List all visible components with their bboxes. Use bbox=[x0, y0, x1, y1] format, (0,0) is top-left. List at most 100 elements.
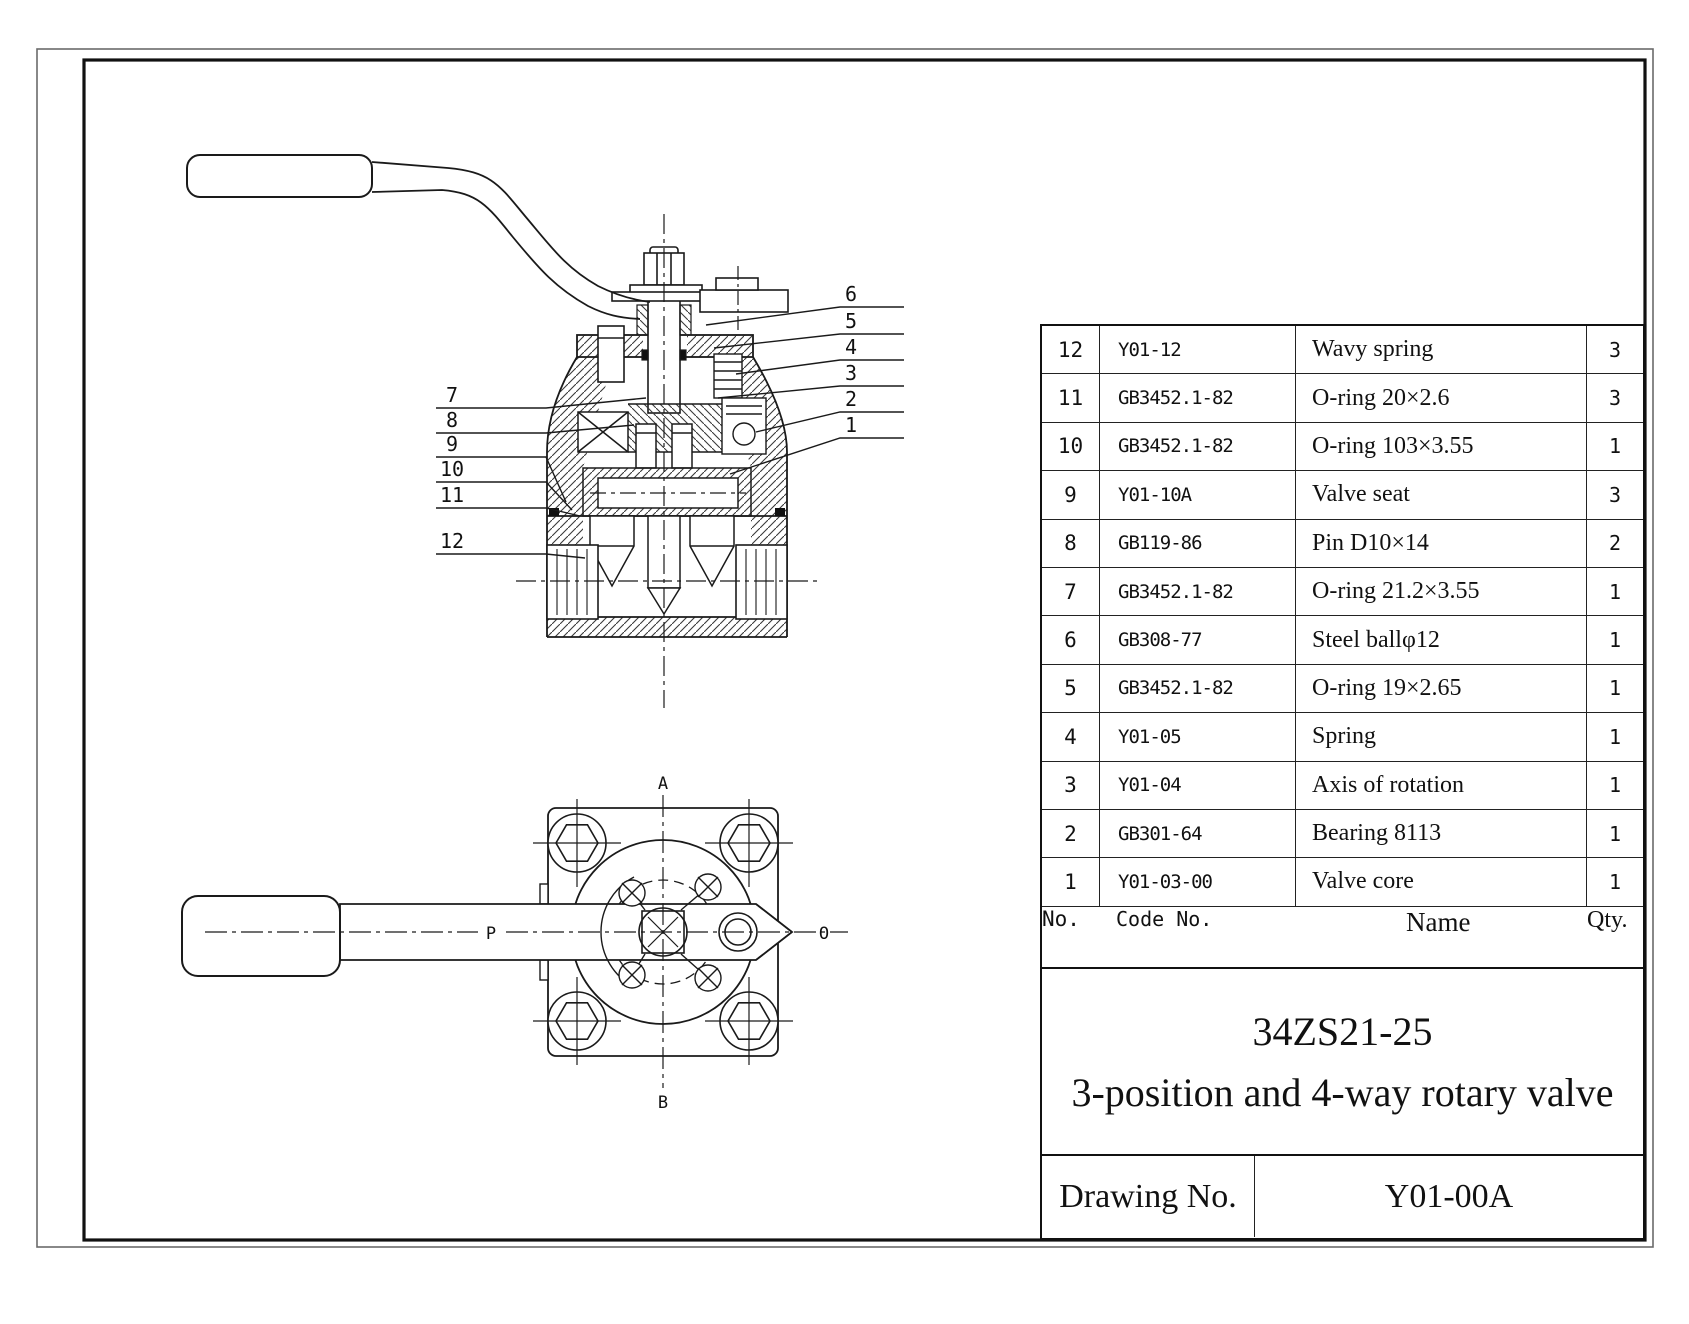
part-no: 11 bbox=[1042, 374, 1100, 423]
drawing-no-label: Drawing No. bbox=[1042, 1156, 1255, 1237]
parts-header-row: No. Code No. Name Qty. bbox=[1042, 907, 1643, 969]
drawing-number-row: Drawing No. Y01-00A bbox=[1042, 1156, 1643, 1237]
part-name: Steel ballφ12 bbox=[1296, 616, 1587, 665]
callout: 6 bbox=[705, 282, 904, 326]
part-qty: 1 bbox=[1587, 665, 1643, 714]
part-no: 9 bbox=[1042, 471, 1100, 520]
callout: 10 bbox=[436, 457, 573, 511]
part-no: 5 bbox=[1042, 664, 1100, 714]
port-label-p: P bbox=[486, 924, 496, 944]
part-name: Axis of rotation bbox=[1296, 761, 1587, 810]
part-code: GB308-77 bbox=[1100, 616, 1296, 665]
part-qty: 1 bbox=[1587, 762, 1643, 810]
flange-tab-top bbox=[539, 883, 549, 905]
part-no: 6 bbox=[1042, 616, 1100, 665]
bonnet-bolt bbox=[597, 325, 625, 383]
port-label-a: A bbox=[658, 774, 668, 794]
handle-lever bbox=[371, 161, 651, 320]
part-no: 8 bbox=[1042, 519, 1100, 568]
callout-label: 8 bbox=[446, 408, 458, 432]
part-code: GB119-86 bbox=[1100, 519, 1296, 568]
handle-grip-plan bbox=[181, 895, 341, 977]
plan-view: A B P O bbox=[181, 774, 848, 1113]
port-label-b: B bbox=[658, 1093, 668, 1113]
oring-seal-left bbox=[549, 508, 559, 516]
callouts-right: 6 5 4 3 2 1 bbox=[705, 282, 904, 475]
callout: 3 bbox=[717, 361, 904, 399]
parts-table: 12 Y01-12 Wavy spring 3 11 GB3452.1-82 O… bbox=[1040, 324, 1645, 1240]
valve-title: 3-position and 4-way rotary valve bbox=[1071, 1069, 1614, 1115]
part-qty: 3 bbox=[1587, 471, 1643, 520]
part-no: 7 bbox=[1042, 567, 1100, 617]
callout-label: 5 bbox=[845, 309, 857, 333]
drawing-no-value: Y01-00A bbox=[1384, 1177, 1514, 1215]
part-name: Spring bbox=[1296, 713, 1587, 762]
part-code: GB3452.1-82 bbox=[1100, 567, 1296, 617]
callout-label: 6 bbox=[845, 282, 857, 306]
callout-label: 4 bbox=[845, 335, 857, 359]
part-qty: 1 bbox=[1587, 423, 1643, 472]
part-code: GB3452.1-82 bbox=[1100, 422, 1296, 472]
handle-rotation-arc bbox=[600, 876, 635, 988]
part-qty: 1 bbox=[1587, 713, 1643, 762]
callout-label: 10 bbox=[440, 457, 464, 481]
callout: 5 bbox=[713, 309, 904, 349]
page-border-outer bbox=[36, 48, 1654, 1248]
page-border-inner bbox=[82, 58, 1647, 1242]
flow-passages bbox=[589, 515, 735, 616]
callout: 7 bbox=[436, 383, 647, 409]
parts-rows: 12 Y01-12 Wavy spring 3 11 GB3452.1-82 O… bbox=[1042, 326, 1643, 907]
header-qty: Qty. bbox=[1587, 907, 1643, 969]
part-no: 4 bbox=[1042, 713, 1100, 762]
part-qty: 1 bbox=[1587, 858, 1643, 907]
spring-and-ball bbox=[713, 353, 767, 455]
part-name: O-ring 103×3.55 bbox=[1296, 422, 1587, 472]
section-view bbox=[186, 154, 818, 708]
part-qty: 3 bbox=[1587, 326, 1643, 375]
bearing-row bbox=[577, 403, 724, 469]
callout-label: 2 bbox=[845, 387, 857, 411]
port-label-o: O bbox=[819, 924, 829, 944]
header-no: No. bbox=[1042, 907, 1100, 969]
callout: 4 bbox=[735, 335, 904, 375]
callout-label: 3 bbox=[845, 361, 857, 385]
part-code: GB3452.1-82 bbox=[1100, 664, 1296, 714]
callout-label: 12 bbox=[440, 529, 464, 553]
part-name: O-ring 19×2.65 bbox=[1296, 664, 1587, 714]
part-code: Y01-12 bbox=[1100, 326, 1296, 375]
callout: 8 bbox=[436, 408, 635, 434]
callouts-left: 7 8 9 10 11 12 bbox=[436, 383, 647, 559]
handle-grip-section bbox=[186, 154, 373, 198]
part-qty: 2 bbox=[1587, 520, 1643, 568]
part-name: Bearing 8113 bbox=[1296, 809, 1587, 859]
part-no: 2 bbox=[1042, 809, 1100, 859]
stem-packing bbox=[636, 304, 692, 361]
part-name: O-ring 21.2×3.55 bbox=[1296, 567, 1587, 617]
part-name: Valve core bbox=[1296, 858, 1587, 907]
part-code: Y01-05 bbox=[1100, 713, 1296, 762]
part-no: 3 bbox=[1042, 761, 1100, 810]
part-name: Wavy spring bbox=[1296, 326, 1587, 375]
valve-core bbox=[582, 467, 752, 517]
valve-model: 34ZS21-25 bbox=[1252, 1008, 1433, 1054]
callout-label: 9 bbox=[446, 432, 458, 456]
plan-port-labels: A B P O bbox=[486, 774, 829, 1113]
oring-seal-right bbox=[775, 508, 785, 516]
part-code: GB301-64 bbox=[1100, 809, 1296, 859]
part-qty: 1 bbox=[1587, 568, 1643, 617]
part-no: 12 bbox=[1042, 326, 1100, 375]
callout-label: 1 bbox=[845, 413, 857, 437]
header-code: Code No. bbox=[1100, 907, 1296, 969]
callout: 11 bbox=[436, 483, 581, 517]
part-no: 1 bbox=[1042, 858, 1100, 907]
part-no: 10 bbox=[1042, 422, 1100, 472]
part-name: O-ring 20×2.6 bbox=[1296, 374, 1587, 423]
part-qty: 1 bbox=[1587, 810, 1643, 859]
part-code: Y01-10A bbox=[1100, 471, 1296, 520]
callout: 2 bbox=[755, 387, 904, 433]
flange-tab-bottom bbox=[539, 959, 549, 981]
header-name: Name bbox=[1296, 907, 1587, 969]
callout: 1 bbox=[729, 413, 904, 475]
part-code: Y01-04 bbox=[1100, 761, 1296, 810]
